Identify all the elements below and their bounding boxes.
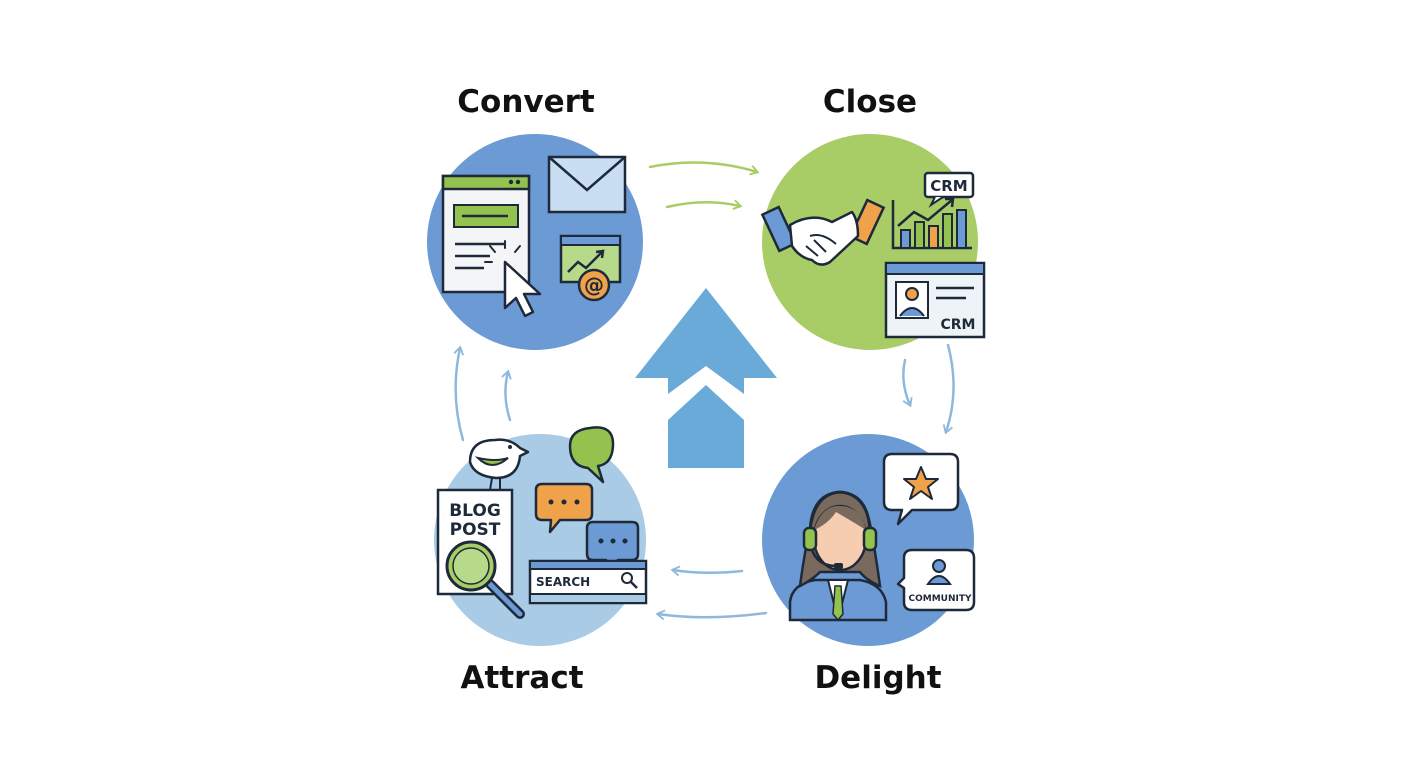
agent-headset-icon	[788, 490, 888, 622]
crm-badge: CRM	[923, 171, 975, 208]
chat-bubble-blue-icon	[585, 520, 640, 574]
review-bubble	[882, 452, 960, 526]
chat-bubble-orange-icon	[534, 482, 594, 534]
blog-line-1: BLOG	[449, 501, 501, 521]
at-sign-icon: @	[577, 268, 611, 302]
arrow-convert-to-close-1	[648, 161, 760, 176]
community-bubble: COMMUNITY	[896, 548, 976, 612]
star-icon	[903, 466, 939, 500]
arrow-attract-to-convert-2	[501, 369, 512, 422]
crm-badge-label: CRM	[930, 177, 968, 195]
bar-chart-icon	[891, 197, 972, 250]
bird-icon	[468, 438, 530, 491]
stage-label-close: Close	[822, 84, 918, 120]
stage-label-convert: Convert	[457, 84, 595, 120]
envelope-icon	[547, 155, 627, 214]
arrow-convert-to-close-2	[665, 199, 743, 210]
cursor-icon	[484, 240, 542, 318]
stage-label-delight: Delight	[814, 660, 942, 696]
arrow-attract-to-convert-1	[453, 345, 465, 442]
community-label: COMMUNITY	[908, 594, 971, 604]
handshake-icon	[760, 198, 886, 266]
speech-bubble-icon	[568, 426, 615, 484]
arrow-close-to-delight-2	[942, 343, 955, 435]
search-label: SEARCH	[536, 575, 590, 589]
magnifier-icon	[445, 540, 525, 619]
user-icon	[926, 559, 952, 585]
svg-text:@: @	[584, 273, 604, 297]
contact-card-icon: CRM	[884, 261, 986, 339]
arrow-close-to-delight-1	[902, 358, 913, 408]
blog-line-2: POST	[450, 520, 501, 540]
stage-label-attract: Attract	[460, 660, 584, 696]
arrow-delight-to-attract-1	[670, 565, 744, 577]
analytics-screen-icon	[559, 234, 622, 284]
up-arrow-icon	[635, 288, 777, 468]
arrow-delight-to-attract-2	[655, 609, 768, 621]
crm-card-label: CRM	[941, 317, 976, 333]
cycle-arrows	[453, 161, 955, 621]
search-bar-icon: SEARCH	[528, 559, 648, 605]
